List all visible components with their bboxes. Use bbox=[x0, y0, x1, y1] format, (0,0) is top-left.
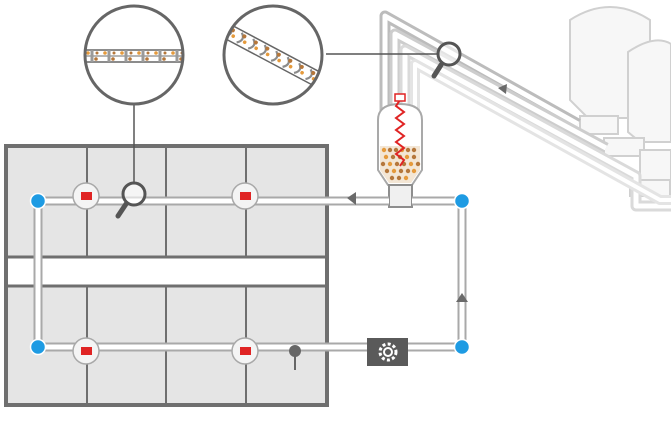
feed-pellet bbox=[415, 161, 421, 167]
silo-1-base bbox=[579, 115, 619, 135]
feed-pellet bbox=[389, 175, 395, 181]
background-pipes bbox=[379, 10, 671, 212]
feed-pellet bbox=[404, 154, 410, 160]
auger-flight bbox=[247, 38, 258, 51]
feeder-unit-icon bbox=[81, 347, 92, 355]
feed-pellet bbox=[387, 147, 393, 153]
hopper-auger bbox=[394, 99, 406, 167]
feed-pellet bbox=[383, 154, 389, 160]
bg-pipe-3-core bbox=[402, 47, 671, 209]
silo-2-base bbox=[603, 137, 645, 157]
auger-flight bbox=[236, 32, 247, 45]
junction-node-bottom-right bbox=[453, 338, 471, 356]
cable-disc bbox=[120, 50, 133, 62]
feeder-unit-icon bbox=[81, 192, 92, 200]
silo-2-body bbox=[627, 39, 671, 143]
hopper-motor bbox=[394, 93, 406, 102]
junction-node-bottom-left bbox=[29, 338, 47, 356]
auger-flight bbox=[270, 50, 281, 63]
drive-housing bbox=[367, 338, 408, 366]
feed-pellet bbox=[396, 175, 402, 181]
magnifier-lens bbox=[436, 41, 462, 67]
junction-node-top-left bbox=[29, 192, 47, 210]
feed-pellet bbox=[391, 168, 397, 174]
feed-pellet bbox=[381, 147, 387, 153]
callout-right-ring bbox=[222, 4, 324, 106]
magnifier-handle bbox=[115, 201, 129, 219]
feeders bbox=[72, 182, 259, 365]
hopper-pellets bbox=[380, 147, 421, 181]
junction-node-top-right bbox=[453, 192, 471, 210]
callout-left-discs bbox=[86, 50, 182, 62]
auger-flight bbox=[316, 74, 321, 87]
gear-icon bbox=[378, 342, 398, 362]
bg-pipe-1-core bbox=[382, 13, 580, 127]
auger-flight bbox=[282, 56, 293, 69]
callout-connectors bbox=[133, 53, 438, 183]
feed-pellet bbox=[384, 168, 390, 174]
hopper-outlet bbox=[388, 184, 413, 208]
magnifier-lens bbox=[121, 181, 147, 207]
feed-pellet bbox=[411, 154, 417, 160]
feed-pellet bbox=[405, 147, 411, 153]
feeder-top-left[interactable] bbox=[72, 182, 100, 210]
feed-pellet bbox=[390, 154, 396, 160]
building bbox=[4, 144, 329, 407]
zoom-callout-pipe bbox=[83, 4, 185, 106]
sensor-probe-icon[interactable] bbox=[289, 345, 301, 370]
feed-pellet bbox=[394, 161, 400, 167]
feeder-bottom-left[interactable] bbox=[72, 337, 100, 365]
feed-pellet bbox=[405, 168, 411, 174]
callout-left-ring bbox=[83, 4, 185, 106]
feed-pellet bbox=[403, 175, 409, 181]
gear-ring bbox=[378, 342, 398, 362]
bg-pipe-4-core bbox=[413, 62, 671, 202]
junction-nodes bbox=[29, 192, 471, 356]
feeder-top-right[interactable] bbox=[231, 182, 259, 210]
feeder-unit-icon bbox=[240, 192, 251, 200]
zoom-callout-auger bbox=[222, 4, 324, 106]
auger-flight bbox=[259, 44, 270, 57]
conveyor-drive-unit[interactable] bbox=[367, 338, 408, 366]
feed-pellet bbox=[398, 168, 404, 174]
feed-pellet bbox=[411, 168, 417, 174]
auger-flight bbox=[293, 62, 304, 75]
flow-arrow-icon-upper bbox=[498, 84, 507, 94]
feed-pellet bbox=[408, 161, 414, 167]
magnifier-icon-outdoor[interactable] bbox=[431, 41, 462, 79]
cable-disc bbox=[86, 50, 99, 62]
feed-pellet bbox=[393, 147, 399, 153]
cable-disc bbox=[154, 50, 167, 62]
feed-pellet bbox=[380, 161, 386, 167]
cable-disc bbox=[103, 50, 116, 62]
building-aisle bbox=[8, 257, 325, 286]
feed-pellet bbox=[387, 161, 393, 167]
feeder-bottom-right[interactable] bbox=[231, 337, 259, 365]
magnifier-handle bbox=[431, 62, 444, 79]
feeder-unit-icon bbox=[240, 347, 251, 355]
flow-arrow-icon-right bbox=[456, 293, 468, 302]
magnifier-icon-house[interactable] bbox=[115, 181, 147, 219]
feed-hopper bbox=[377, 93, 423, 208]
feed-pellet bbox=[411, 147, 417, 153]
flow-arrow-icon-top bbox=[347, 192, 356, 205]
gear-hub bbox=[383, 347, 393, 357]
bg-pipe-2-core bbox=[392, 31, 608, 151]
cable-disc bbox=[137, 50, 150, 62]
